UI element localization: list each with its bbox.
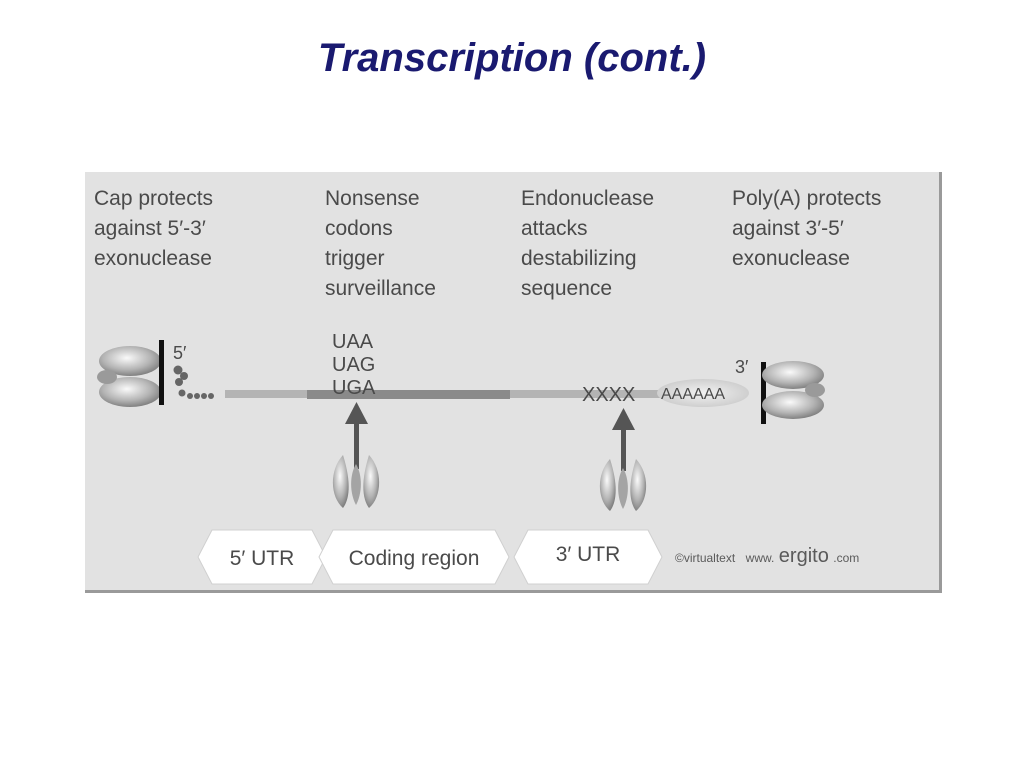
credit-www: www. [745,551,775,565]
mrna-stability-diagram: Cap protects against 5′-3′ exonuclease N… [85,172,942,593]
utr5-region-arrow: 5′ UTR [197,529,327,585]
codon-uaa: UAA [332,331,374,353]
poly-a-halo [657,379,749,407]
exonuclease-3prime-icon [762,361,825,419]
cap-structure-icon [173,365,214,399]
codon-uag: UAG [332,354,375,376]
surveillance-arrow-icon [345,402,368,469]
utr3-label: 3′ UTR [556,543,621,566]
endonuclease-arrow-icon [612,408,635,471]
mrna-line [225,390,670,399]
codon-uga: UGA [332,377,376,399]
coding-region-arrow: Coding region [318,529,510,585]
credit-prefix: ©virtualtext [675,551,736,565]
utr3-region-arrow: 3′ UTR [513,529,663,585]
poly-a-tail: AAAAAA [661,386,725,403]
surveillance-enzyme-icon [332,455,380,508]
diagram-svg: 5′ UAA UAG UGA XXXX AAAAAA 3′ [97,331,859,585]
credit-suffix: .com [833,551,859,565]
caption-cap: Cap protects against 5′-3′ exonuclease [94,187,214,270]
caption-endonuclease: Endonuclease attacks destabilizing seque… [521,187,655,300]
poly-a-barrier [761,362,766,424]
slide-title: Transcription (cont.) [317,36,707,80]
coding-region-label: Coding region [349,547,480,570]
five-prime-label: 5′ [173,343,187,363]
cap-barrier [159,340,164,405]
three-prime-label: 3′ [735,357,749,377]
destabilizing-sequence: XXXX [582,384,635,406]
endonuclease-enzyme-icon [599,459,647,511]
credit-text: ©virtualtext www. ergito .com [675,545,859,567]
utr5-label: 5′ UTR [230,547,295,570]
caption-nonsense: Nonsense codons trigger surveillance [325,187,436,300]
exonuclease-5prime-icon [97,346,161,407]
credit-brand: ergito [779,545,829,567]
caption-polya: Poly(A) protects against 3′-5′ exonuclea… [732,187,882,270]
